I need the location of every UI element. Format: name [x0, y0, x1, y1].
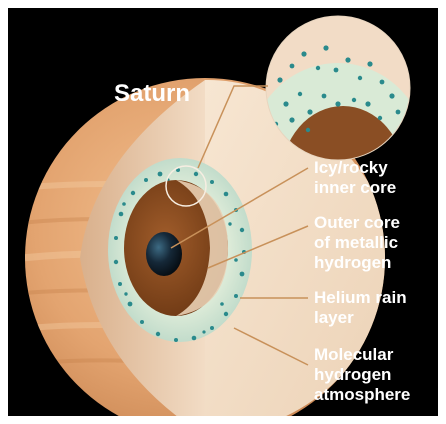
- label-molecular-line-1: Molecular: [314, 345, 410, 365]
- label-helium-line-1: Helium rain: [314, 288, 407, 308]
- diagram-panel: Saturn Icy/rocky inner core Outer core o…: [8, 8, 438, 416]
- label-molecular-hydrogen: Molecular hydrogen atmosphere: [314, 345, 410, 405]
- label-molecular-line-3: atmosphere: [314, 385, 410, 405]
- diagram-title: Saturn: [114, 80, 190, 108]
- title-text: Saturn: [114, 80, 190, 108]
- label-helium-rain: Helium rain layer: [314, 288, 407, 328]
- label-inner-core: Icy/rocky inner core: [314, 158, 396, 198]
- label-inner-core-line-2: inner core: [314, 178, 396, 198]
- inner-core: [146, 232, 182, 276]
- label-outer-core-line-1: Outer core: [314, 213, 400, 233]
- label-inner-core-line-1: Icy/rocky: [314, 158, 396, 178]
- label-outer-core-line-2: of metallic: [314, 233, 400, 253]
- label-outer-core-line-3: hydrogen: [314, 253, 400, 273]
- label-outer-core: Outer core of metallic hydrogen: [314, 213, 400, 273]
- label-molecular-line-2: hydrogen: [314, 365, 410, 385]
- label-helium-line-2: layer: [314, 308, 407, 328]
